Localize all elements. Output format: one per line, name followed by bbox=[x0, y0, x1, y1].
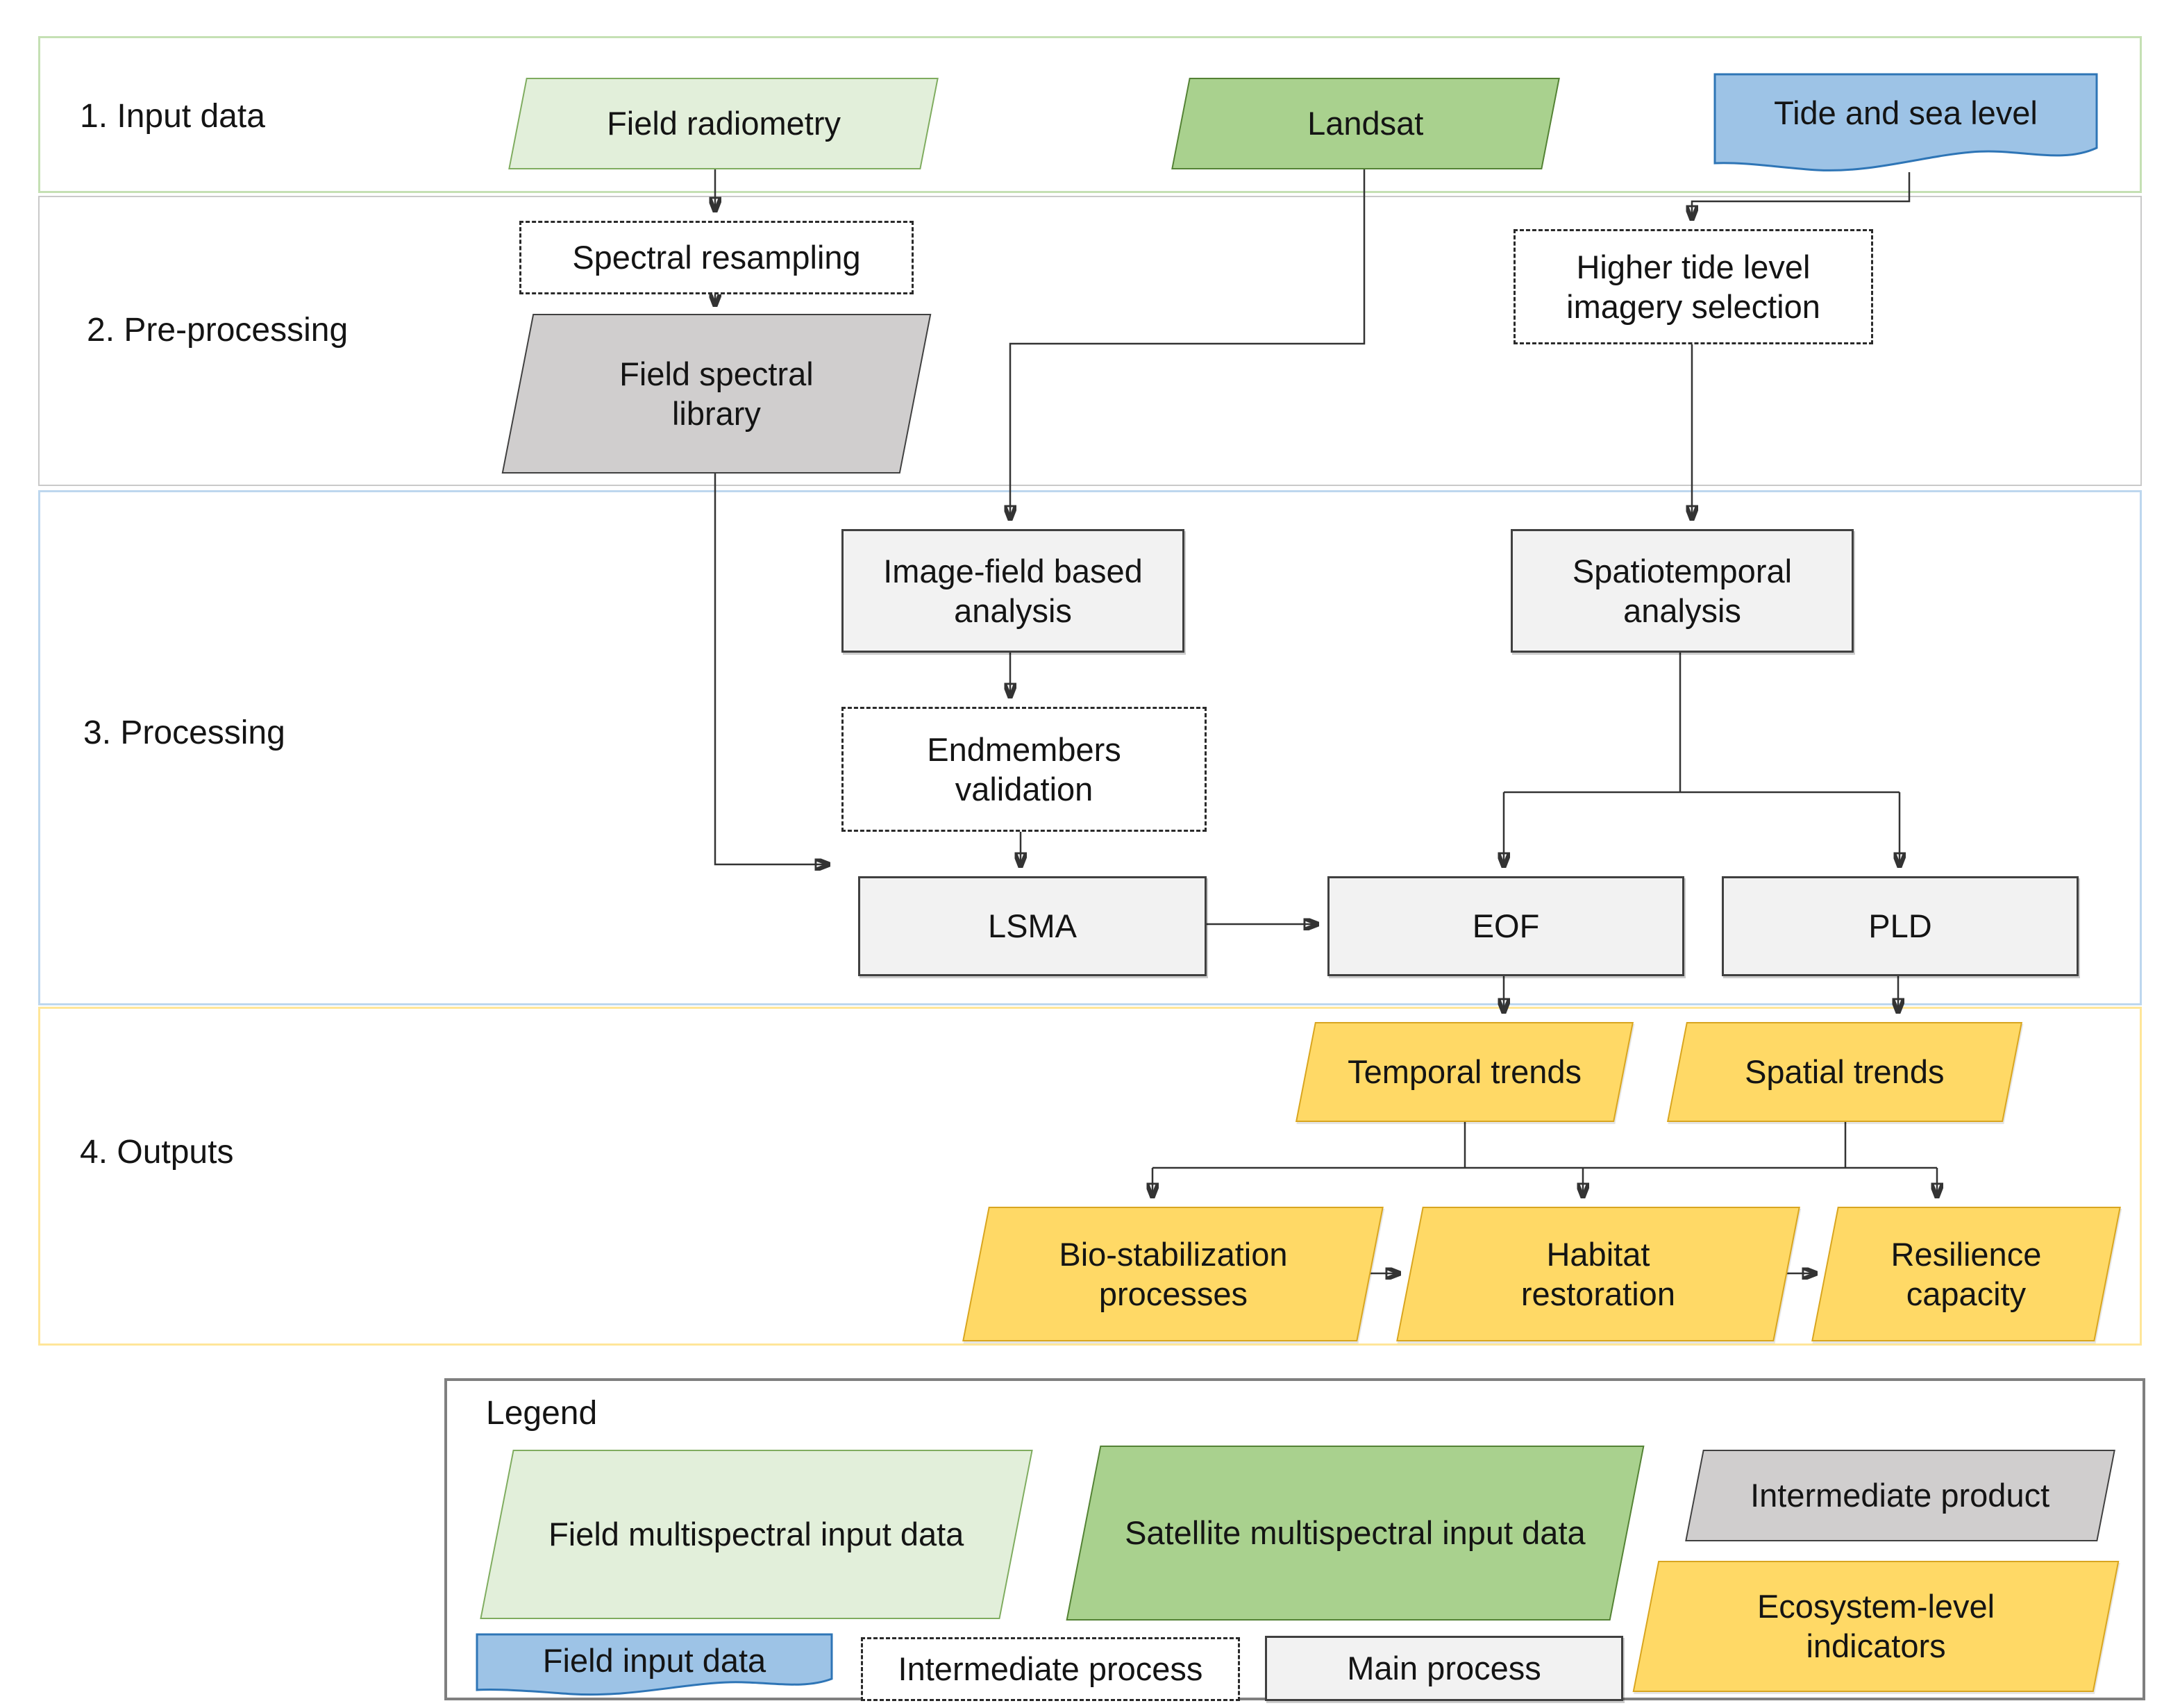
node-field-radiometry-label: Field radiometry bbox=[606, 105, 841, 142]
node-tide-sea-level-label: Tide and sea level bbox=[1774, 94, 2038, 131]
node-spatiotemporal-analysis-label: Spatiotemporal analysis bbox=[1572, 552, 1793, 629]
node-lsma-label: LSMA bbox=[988, 907, 1077, 945]
node-resilience-capacity: Resilience capacity bbox=[1811, 1207, 2121, 1341]
section-label-input: 1. Input data bbox=[80, 98, 265, 135]
node-field-radiometry: Field radiometry bbox=[508, 78, 939, 169]
node-image-field-analysis: Image-field based analysis bbox=[841, 529, 1184, 653]
node-habitat-restoration: Habitat restoration bbox=[1396, 1207, 1800, 1341]
legend-intermediate-process-label: Intermediate process bbox=[898, 1650, 1203, 1688]
node-image-field-analysis-label: Image-field based analysis bbox=[883, 552, 1143, 629]
node-higher-tide-selection-label: Higher tide level imagery selection bbox=[1566, 248, 1820, 325]
band-outputs bbox=[38, 1007, 2142, 1346]
legend-satellite-multispectral-label: Satellite multispectral input data bbox=[1125, 1514, 1586, 1552]
node-tide-sea-level: Tide and sea level bbox=[1713, 73, 2098, 177]
node-habitat-restoration-label: Habitat restoration bbox=[1520, 1235, 1676, 1312]
node-bio-stabilization-label: Bio-stabilization processes bbox=[1058, 1235, 1288, 1312]
node-lsma: LSMA bbox=[858, 876, 1207, 976]
node-landsat-label: Landsat bbox=[1307, 105, 1424, 142]
node-spectral-resampling: Spectral resampling bbox=[519, 221, 914, 294]
legend-field-multispectral: Field multispectral input data bbox=[480, 1450, 1033, 1619]
node-temporal-trends: Temporal trends bbox=[1296, 1022, 1634, 1122]
legend-ecosystem-indicators: Ecosystem-level indicators bbox=[1632, 1561, 2120, 1692]
section-label-preprocessing: 2. Pre-processing bbox=[87, 312, 349, 349]
node-field-spectral-library: Field spectral library bbox=[501, 314, 932, 474]
legend-field-input: Field input data bbox=[476, 1633, 833, 1699]
node-higher-tide-selection: Higher tide level imagery selection bbox=[1514, 229, 1873, 344]
node-spatial-trends: Spatial trends bbox=[1667, 1022, 2022, 1122]
document-shape bbox=[476, 1633, 833, 1696]
node-temporal-trends-label: Temporal trends bbox=[1348, 1053, 1582, 1091]
legend-title: Legend bbox=[486, 1395, 598, 1432]
node-pld-label: PLD bbox=[1868, 907, 1932, 945]
legend-ecosystem-indicators-label: Ecosystem-level indicators bbox=[1756, 1588, 1995, 1665]
node-eof-label: EOF bbox=[1472, 907, 1540, 945]
legend-intermediate-process: Intermediate process bbox=[861, 1637, 1240, 1701]
node-endmembers-validation: Endmembers validation bbox=[841, 707, 1207, 832]
section-label-outputs: 4. Outputs bbox=[80, 1134, 234, 1171]
legend-field-multispectral-label: Field multispectral input data bbox=[548, 1516, 964, 1553]
legend-intermediate-product-label: Intermediate product bbox=[1750, 1477, 2050, 1514]
node-bio-stabilization: Bio-stabilization processes bbox=[962, 1207, 1384, 1341]
document-shape bbox=[1713, 73, 2098, 171]
node-spatial-trends-label: Spatial trends bbox=[1745, 1053, 1945, 1091]
legend-field-input-label: Field input data bbox=[542, 1641, 766, 1679]
node-field-spectral-library-label: Field spectral library bbox=[619, 355, 814, 432]
section-label-processing: 3. Processing bbox=[83, 714, 285, 751]
node-spectral-resampling-label: Spectral resampling bbox=[572, 239, 861, 276]
node-endmembers-validation-label: Endmembers validation bbox=[927, 730, 1121, 807]
node-eof: EOF bbox=[1327, 876, 1684, 976]
node-landsat: Landsat bbox=[1171, 78, 1560, 169]
node-spatiotemporal-analysis: Spatiotemporal analysis bbox=[1511, 529, 1854, 653]
legend-intermediate-product: Intermediate product bbox=[1685, 1450, 2115, 1541]
node-pld: PLD bbox=[1722, 876, 2079, 976]
node-resilience-capacity-label: Resilience capacity bbox=[1890, 1235, 2042, 1312]
legend-satellite-multispectral: Satellite multispectral input data bbox=[1066, 1446, 1645, 1621]
legend-main-process-label: Main process bbox=[1347, 1650, 1541, 1687]
legend-main-process: Main process bbox=[1265, 1636, 1623, 1701]
